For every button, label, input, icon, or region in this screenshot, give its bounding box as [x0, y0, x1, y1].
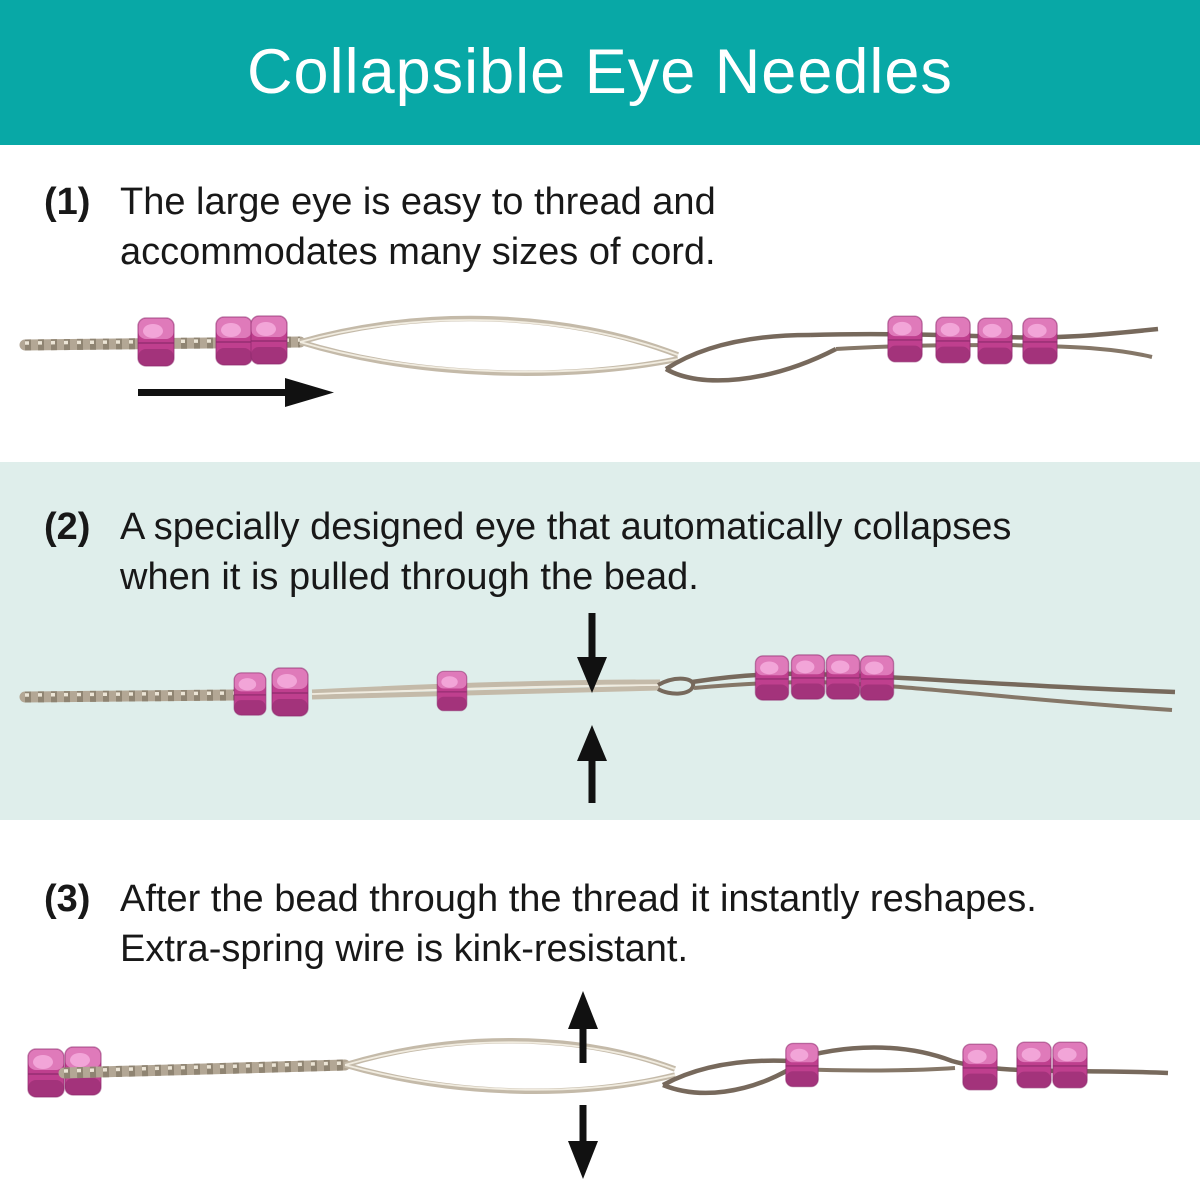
twisted-wire: [58, 1059, 351, 1079]
arrow-right-icon: [138, 378, 334, 407]
bead: [215, 316, 253, 366]
bead-group-left: [233, 667, 309, 717]
bead: [825, 653, 861, 701]
step-section-3: (3) After the bead through the thread it…: [0, 820, 1200, 1200]
bead: [233, 672, 267, 716]
step-2-line-2: when it is pulled through the bead.: [120, 556, 699, 598]
step-3-line-1: After the bead through the thread it ins…: [120, 878, 1037, 920]
arrow-down-icon: [577, 613, 607, 693]
bead-group-right: [886, 315, 1059, 365]
reshaped-eye: [344, 1038, 676, 1094]
bead: [976, 317, 1014, 365]
bead: [250, 315, 288, 365]
cord: [656, 671, 1176, 712]
bead: [137, 317, 175, 367]
step-1-line-1: The large eye is easy to thread and: [120, 181, 716, 223]
step-1-lines: The large eye is easy to thread and acco…: [120, 177, 716, 277]
needle-illustration-1: [19, 315, 1159, 407]
bead: [961, 1043, 999, 1091]
step-2-text: (2) A specially designed eye that automa…: [44, 502, 1011, 602]
arrow-up-icon: [568, 991, 598, 1063]
step-2-line-1: A specially designed eye that automatica…: [120, 506, 1012, 548]
cord: [661, 1045, 1169, 1096]
bead: [271, 667, 309, 717]
bead: [1051, 1041, 1089, 1089]
bead: [436, 670, 468, 712]
step-3-line-2: Extra-spring wire is kink-resistant.: [120, 928, 689, 970]
page-title: Collapsible Eye Needles: [247, 37, 953, 107]
step-3-lines: After the bead through the thread it ins…: [120, 874, 1037, 974]
header-band: Collapsible Eye Needles: [0, 0, 1200, 145]
bead: [934, 316, 972, 364]
needle-illustration-3: [27, 991, 1169, 1179]
step-1-text: (1) The large eye is easy to thread and …: [44, 177, 716, 277]
step-section-2: (2) A specially designed eye that automa…: [0, 462, 1200, 820]
open-eye: [299, 315, 679, 376]
bead: [1021, 317, 1059, 365]
step-1-line-2: accommodates many sizes of cord.: [120, 231, 716, 273]
bead: [1015, 1041, 1053, 1089]
collapsed-eye: [311, 679, 661, 700]
needle-illustration-2: [19, 613, 1176, 803]
arrow-down-icon: [568, 1105, 598, 1179]
step-3-number: (3): [44, 878, 91, 920]
step-3-text: (3) After the bead through the thread it…: [44, 874, 1037, 974]
bead: [790, 653, 826, 701]
twisted-wire: [19, 689, 242, 703]
step-1-number: (1): [44, 181, 91, 223]
bead: [754, 654, 790, 702]
bead: [784, 1042, 820, 1088]
arrow-up-icon: [577, 725, 607, 803]
bead: [886, 315, 924, 363]
bead: [859, 654, 895, 702]
step-2-lines: A specially designed eye that automatica…: [120, 502, 1011, 602]
bead-group-right: [754, 653, 895, 702]
step-2-number: (2): [44, 506, 91, 548]
step-section-1: (1) The large eye is easy to thread and …: [0, 145, 1200, 462]
